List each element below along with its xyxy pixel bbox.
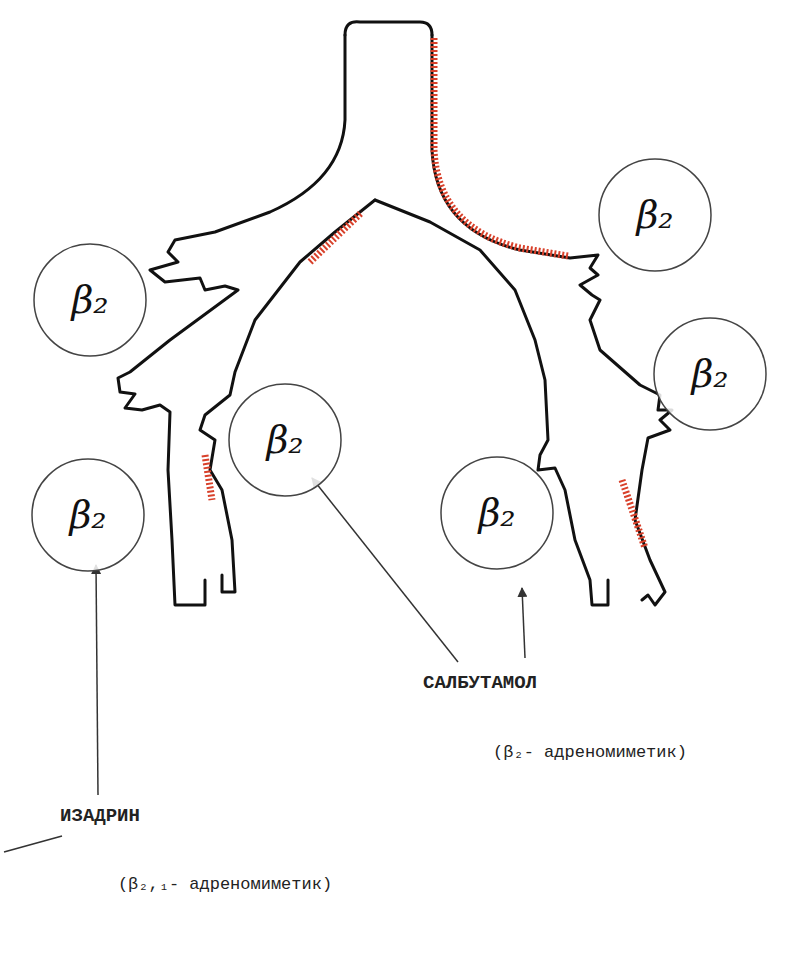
receptor-label: β₂ [478, 491, 515, 535]
receptor-label: β₂ [266, 418, 303, 462]
drug-name: ИЗАДРИН [57, 805, 143, 827]
drug-class: (β₂- адреномиметик) [490, 743, 690, 762]
drug-name: САЛБУТАМОЛ [420, 672, 540, 694]
receptor-label: β₂ [69, 493, 106, 537]
receptor-circle: β₂ [652, 316, 768, 432]
receptor-circle: β₂ [597, 157, 713, 273]
receptor-label: β₂ [71, 278, 108, 322]
receptor-circle: β₂ [32, 242, 148, 358]
receptor-circle: β₂ [30, 457, 146, 573]
drug-class: (β₂,₁- адреномиметик) [115, 875, 335, 894]
receptor-circle: β₂ [439, 455, 555, 571]
receptor-label: β₂ [636, 193, 673, 237]
receptor-circle: β₂ [227, 382, 343, 498]
receptor-label: β₂ [691, 352, 728, 396]
